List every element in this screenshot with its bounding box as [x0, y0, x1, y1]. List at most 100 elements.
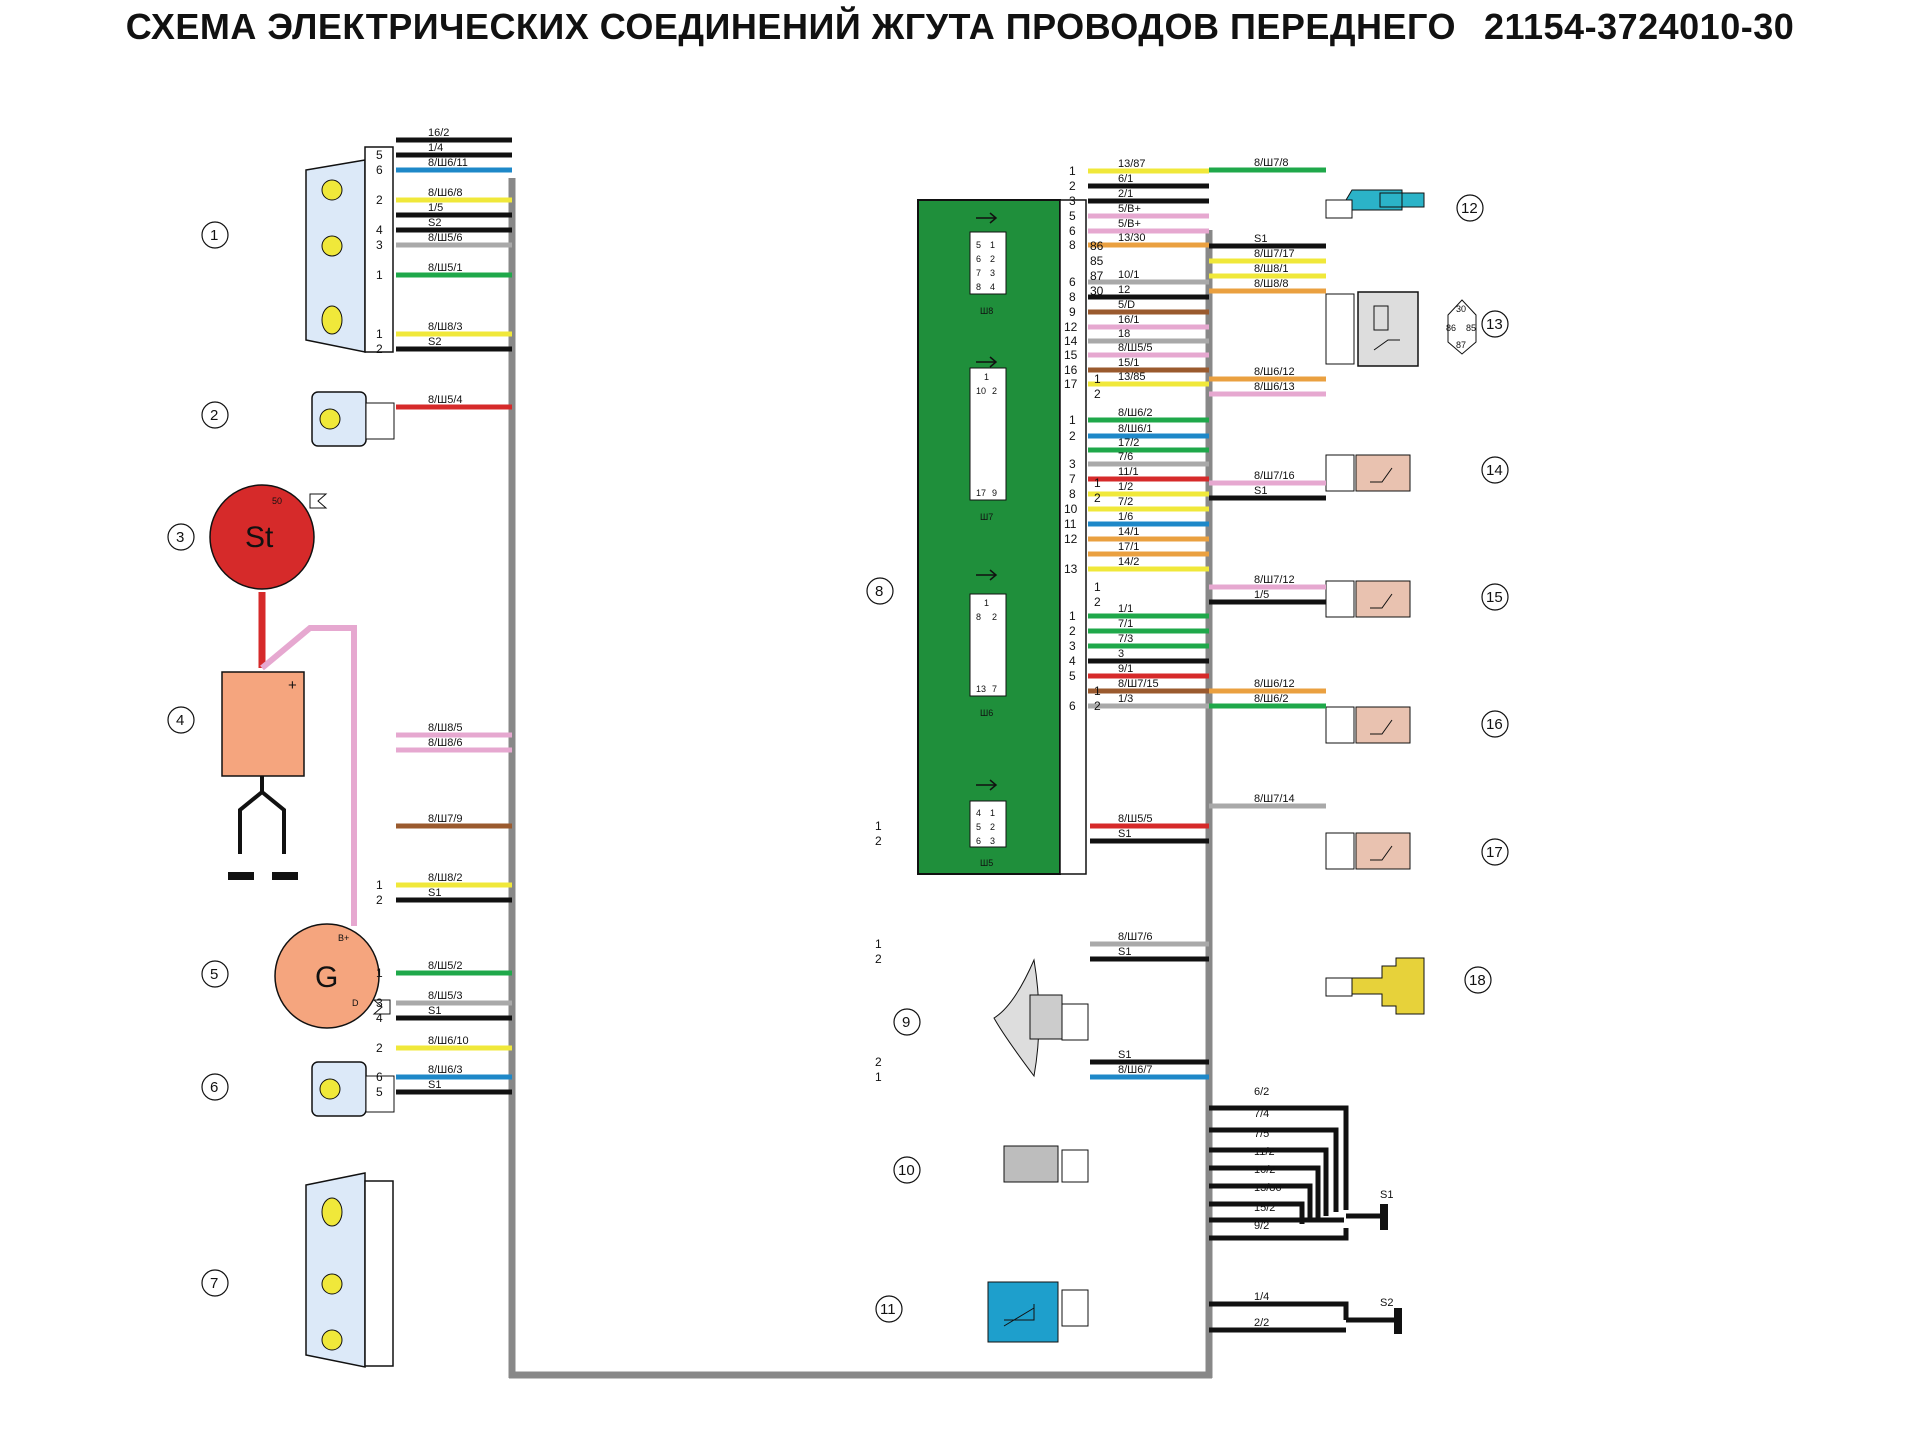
starter-circle	[209, 484, 315, 590]
left-wire-label: 8/Ш6/3	[428, 1064, 463, 1076]
ecu-pin-number: 1	[1069, 413, 1076, 427]
callout-number: 11	[880, 1301, 896, 1318]
socket-w7-label: Ш7	[980, 512, 993, 522]
left-wire-label: 8/Ш8/5	[428, 722, 463, 734]
ecu-wire-label: 6/1	[1118, 173, 1133, 185]
ecu-pin-number: 5	[1069, 669, 1076, 683]
callout-number: 3	[176, 529, 184, 546]
callout-circle	[1481, 310, 1509, 338]
sensor-wire-label: S1	[1254, 233, 1267, 245]
socket-w6-pin: 7	[992, 684, 997, 694]
sensor-14	[1325, 454, 1411, 492]
fog-lamp-connector	[365, 402, 395, 440]
callout-circle	[1481, 838, 1509, 866]
callout-circle	[866, 577, 894, 605]
callout-circle	[893, 1008, 921, 1036]
sensor-wire-label: 8/Ш7/12	[1254, 574, 1295, 586]
sensor-wire-label: 8/Ш6/12	[1254, 678, 1295, 690]
ecu-wire-label: 17/2	[1118, 437, 1139, 449]
starter-pin-label: 50	[272, 496, 282, 506]
ecu-pin-number: 16	[1064, 363, 1078, 377]
left-wire-label: 16/2	[428, 127, 449, 139]
socket-w8-icon: Ш8	[969, 231, 1007, 316]
left-wire-label: 8/Ш5/1	[428, 262, 463, 274]
ecu-pin-number: 10	[1064, 502, 1078, 516]
pin-number: 87	[1090, 269, 1104, 283]
ground-s2-bundle	[1209, 1301, 1349, 1333]
starter-label: St	[245, 521, 274, 554]
ecu-pin-number: 12	[1064, 532, 1078, 546]
ecu-pin-number: 3	[1069, 639, 1076, 653]
battery-ground-strap	[238, 776, 286, 854]
diagram-part-code: 21154-3724010-30	[1483, 6, 1795, 47]
starter-terminal	[309, 493, 328, 509]
speed-sensor-connector	[1061, 1149, 1089, 1183]
left-wire-label: S1	[428, 1005, 441, 1017]
temperature-sensor-body	[987, 1281, 1059, 1343]
callout-circle	[1481, 583, 1509, 611]
socket-w8-label: Ш8	[980, 306, 993, 316]
pin-number: 30	[1090, 284, 1104, 298]
pin-number: 2	[376, 893, 383, 907]
pin-number: 1	[376, 966, 383, 980]
fan-motor	[1029, 994, 1063, 1040]
callout-circle	[1464, 966, 1492, 994]
pin-number: 1	[376, 878, 383, 892]
component-wire-label: S1	[1118, 946, 1131, 958]
socket-w5-pin: 1	[990, 808, 995, 818]
ecu-pin-number: 2	[1069, 179, 1076, 193]
pin-number: 85	[1090, 254, 1104, 268]
relay-connector	[1325, 293, 1355, 365]
sensor-wire-label: 8/Ш7/14	[1254, 793, 1295, 805]
callout-circle	[201, 1073, 229, 1101]
ground-s1-wire-label: 6/2	[1254, 1086, 1269, 1098]
sensor-wire-label: 8/Ш6/13	[1254, 381, 1295, 393]
ground-s1-wire-label: 11/2	[1254, 1146, 1275, 1158]
ecu-wire-label: 16/1	[1118, 314, 1139, 326]
thermistor-icon	[1003, 1304, 1035, 1327]
ecu-pin-number: 14	[1064, 334, 1078, 348]
callout-number: 1	[210, 227, 218, 244]
ground-s1-wire-label: 13/86	[1254, 1182, 1282, 1194]
pin-number: 2	[1094, 387, 1101, 401]
component-wire-label: S1	[1118, 1049, 1131, 1061]
ecu-pin-number: 1	[1069, 164, 1076, 178]
socket-w5-icon: Ш5	[969, 800, 1007, 868]
left-wire-label: 8/Ш5/4	[428, 394, 463, 406]
ground-s1-wire-label: 10/2	[1254, 1164, 1275, 1176]
ecu-wire-label: 8/Ш7/15	[1118, 678, 1159, 690]
socket-w8-pin: 1	[990, 240, 995, 250]
pin-number: 1	[1094, 580, 1101, 594]
pink-lead	[260, 625, 357, 926]
ecu-wire-label: 5/B+	[1118, 203, 1141, 215]
left-wire-label: S1	[428, 1079, 441, 1091]
relay-socket-pin: 87	[1456, 340, 1466, 350]
arrow-icon	[976, 356, 998, 368]
ground-s1-wire-label: 7/4	[1254, 1108, 1269, 1120]
oil-sensor-connector	[1325, 977, 1353, 997]
callout-circle	[1456, 194, 1484, 222]
left-wire-label: S2	[428, 336, 441, 348]
generator-bplus: B+	[338, 933, 349, 943]
pin-number: 1	[376, 327, 383, 341]
pin-number: 2	[875, 952, 882, 966]
oil-pressure-sensor-icon	[1351, 957, 1425, 1015]
callout-circle	[1481, 456, 1509, 484]
socket-w6-pin: 13	[976, 684, 986, 694]
sensor-15	[1325, 580, 1411, 618]
component-wire-label: 8/Ш6/7	[1118, 1064, 1153, 1076]
ecu-wire-label: 9/1	[1118, 663, 1133, 675]
left-wire-label: 8/Ш6/10	[428, 1035, 469, 1047]
ground-icon	[272, 872, 298, 880]
pin-number: 2	[376, 1041, 383, 1055]
pin-number: 1	[1094, 684, 1101, 698]
arrow-icon	[976, 212, 998, 224]
ecu-pin-number: 3	[1069, 457, 1076, 471]
socket-w6-icon: Ш6	[969, 593, 1007, 718]
sensor-wire-label: 8/Ш7/17	[1254, 248, 1295, 260]
ecu-wire-label: 13/85	[1118, 371, 1146, 383]
lamp-icon	[319, 1078, 341, 1100]
component-wire-label: 8/Ш5/5	[1118, 813, 1153, 825]
headlight-right-connector	[364, 1180, 394, 1367]
pin-number: 86	[1090, 239, 1104, 253]
